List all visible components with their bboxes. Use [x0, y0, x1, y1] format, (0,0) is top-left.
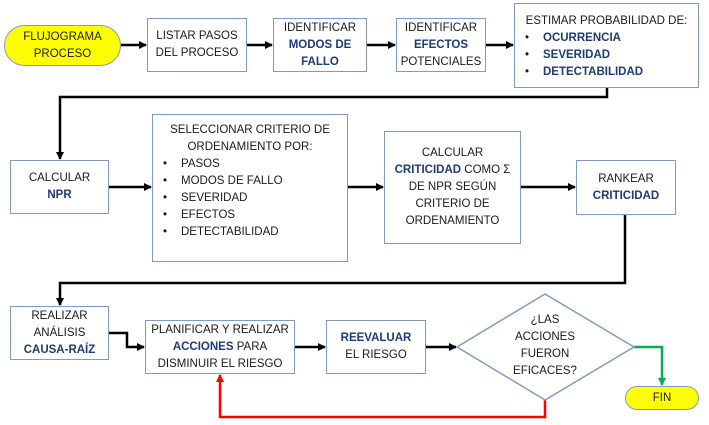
modos-line1: IDENTIFICAR — [283, 21, 357, 34]
bullet-icon: • — [525, 32, 530, 44]
seleccionar-item: •EFECTOS — [157, 207, 235, 224]
criticidad-line3: DE NPR SEGÚN — [408, 181, 497, 193]
planificar-acciones-box: PLANIFICAR Y REALIZAR ACCIONES PARA DISM… — [145, 320, 295, 374]
seleccionar-criterio-box: SELECCIONAR CRITERIO DE ORDENAMIENTO POR… — [152, 114, 348, 262]
seleccionar-heading2: ORDENAMIENTO POR: — [187, 141, 313, 153]
efectos-line1: IDENTIFICAR — [404, 21, 478, 34]
start-line1: FLUJOGRAMA — [23, 30, 102, 43]
criticidad-line1: CALCULAR — [421, 147, 484, 159]
end-label: FIN — [652, 391, 672, 404]
npr-line1: CALCULAR — [28, 172, 91, 184]
causa-line2: ANÁLISIS — [33, 326, 86, 339]
arrow-rankear-to-causa — [56, 215, 627, 306]
analisis-causa-raiz-box: REALIZAR ANÁLISIS CAUSA-RAÍZ — [10, 306, 109, 360]
efectos-line3: POTENCIALES — [400, 55, 482, 68]
calcular-criticidad-box: CALCULAR CRITICIDAD COMO Σ DE NPR SEGÚN … — [384, 131, 521, 244]
identificar-modos-box: IDENTIFICAR MODOS DE FALLO — [273, 18, 367, 72]
reevaluar-line1: REEVALUAR — [340, 332, 412, 344]
bullet-icon: • — [163, 175, 168, 187]
reevaluar-riesgo-box: REEVALUAR EL RIESGO — [326, 320, 426, 374]
causa-line1: REALIZAR — [31, 309, 88, 322]
criticidad-line2: CRITICIDAD COMO Σ — [394, 164, 511, 176]
causa-line3: CAUSA-RAÍZ — [23, 343, 96, 356]
bullet-icon: • — [163, 209, 168, 221]
planificar-line3: DISMINUIR EL RIESGO — [157, 357, 283, 370]
start-line2: PROCESO — [33, 47, 92, 60]
estimar-item: •DETECTABILIDAD — [519, 64, 643, 81]
bullet-icon: • — [525, 66, 530, 78]
criticidad-line5: ORDENAMIENTO — [405, 215, 500, 227]
arrow-decision-yes-to-fin — [634, 345, 666, 386]
arrow-causa-to-planificar — [109, 331, 145, 351]
identificar-efectos-box: IDENTIFICAR EFECTOS POTENCIALES — [396, 18, 486, 72]
planificar-line1: PLANIFICAR Y REALIZAR — [151, 323, 289, 336]
seleccionar-item: •PASOS — [157, 156, 220, 173]
bullet-icon: • — [163, 192, 168, 204]
estimar-probabilidad-box: ESTIMAR PROBABILIDAD DE: •OCURRENCIA •SE… — [514, 3, 699, 88]
seleccionar-item: •DETECTABILIDAD — [157, 224, 279, 241]
seleccionar-item: •SEVERIDAD — [157, 190, 247, 207]
rankear-line1: RANKEAR — [598, 172, 654, 185]
seleccionar-item: •MODOS DE FALLO — [157, 173, 283, 190]
bullet-icon: • — [163, 226, 168, 238]
planificar-line2: ACCIONES PARA — [172, 340, 268, 353]
calcular-npr-box: CALCULAR NPR — [10, 160, 109, 214]
npr-line2: NPR — [47, 189, 72, 201]
reevaluar-line2: EL RIESGO — [345, 349, 407, 361]
bullet-icon: • — [525, 49, 530, 61]
end-terminator: FIN — [625, 386, 699, 410]
decision-label: ¿LAS ACCIONES FUERON EFICACES? — [513, 314, 577, 377]
arrow-decision-no-to-planificar — [216, 374, 547, 419]
modos-line3: FALLO — [301, 55, 339, 68]
seleccionar-heading1: SELECCIONAR CRITERIO DE — [170, 124, 330, 136]
rankear-line2: CRITICIDAD — [592, 189, 660, 202]
listar-line1: LISTAR PASOS — [156, 30, 238, 42]
efectos-line2: EFECTOS — [413, 38, 469, 51]
start-terminator: FLUJOGRAMA PROCESO — [4, 25, 121, 66]
estimar-heading: ESTIMAR PROBABILIDAD DE: — [525, 15, 688, 27]
decision-diamond — [455, 293, 636, 401]
estimar-item: •SEVERIDAD — [519, 47, 610, 64]
estimar-item: •OCURRENCIA — [519, 30, 621, 47]
bullet-icon: • — [163, 158, 168, 170]
listar-pasos-box: LISTAR PASOS DEL PROCESO — [147, 18, 247, 72]
listar-line2: DEL PROCESO — [155, 47, 239, 59]
arrow-estimar-to-npr — [56, 88, 609, 160]
criticidad-line4: CRITERIO DE — [415, 198, 490, 210]
modos-line2: MODOS DE — [288, 38, 352, 51]
rankear-criticidad-box: RANKEAR CRITICIDAD — [576, 160, 676, 215]
